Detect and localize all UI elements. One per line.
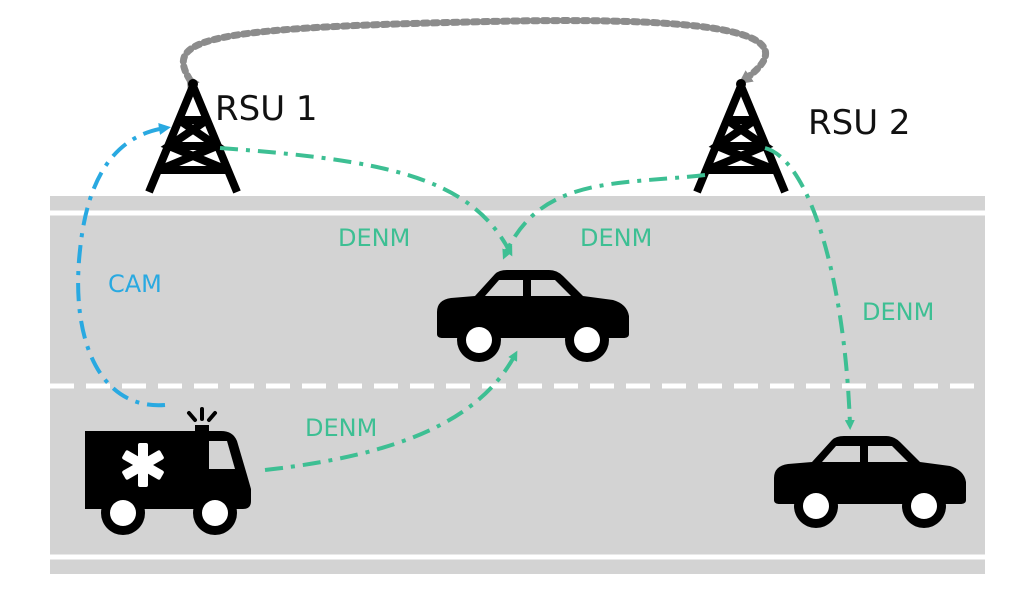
ambulance-icon [85, 407, 251, 535]
cell-tower-icon [693, 79, 789, 194]
cam-arrow [76, 122, 171, 408]
denm-label-ambulance: DENM [305, 414, 377, 442]
denm-arrow-ambulance-car [264, 350, 518, 472]
road [50, 196, 985, 574]
denm-arrow-rsu2-car [502, 173, 706, 260]
rsu1-label: RSU 1 [215, 89, 318, 129]
cell-tower-icon [145, 79, 241, 194]
denm-label-rsu1: DENM [338, 224, 410, 252]
rsu2-label: RSU 2 [808, 103, 911, 143]
denm-arrow-rsu1-car [219, 146, 513, 257]
denm-label-rsu2-car2: DENM [862, 298, 934, 326]
cam-label: CAM [108, 270, 162, 298]
denm-label-rsu2: DENM [580, 224, 652, 252]
denm-arrow-rsu2-car2 [764, 146, 855, 430]
rsu-backhaul-link [179, 17, 770, 90]
